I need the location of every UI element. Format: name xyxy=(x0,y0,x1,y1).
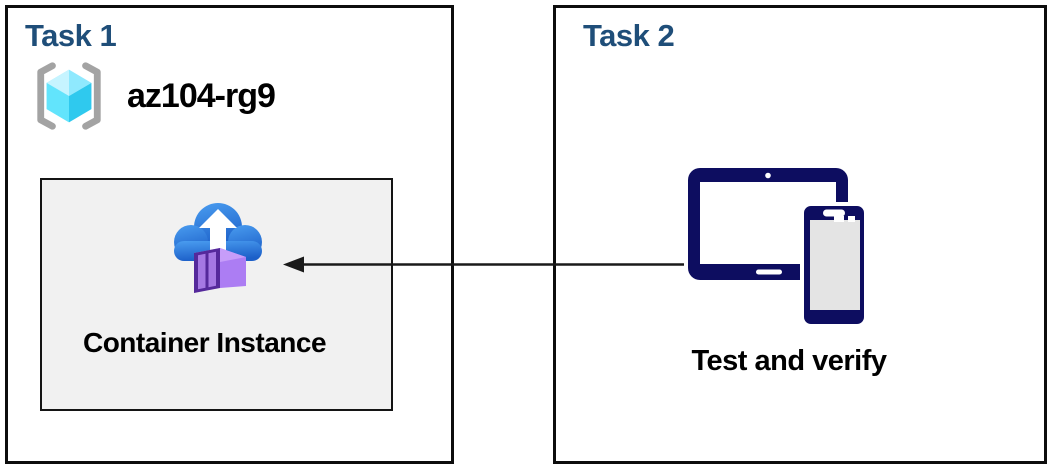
task2-box: Task 2 Test and verify xyxy=(553,5,1047,464)
task2-title: Task 2 xyxy=(583,18,675,53)
container-instance-box: Container Instance xyxy=(40,178,393,411)
devices-icon xyxy=(688,168,868,328)
test-and-verify-label: Test and verify xyxy=(691,345,887,377)
resource-group-row: az104-rg9 xyxy=(30,60,276,132)
upload-arrow-icon xyxy=(199,209,237,255)
phone-icon xyxy=(800,202,868,328)
container-instance-icon xyxy=(174,203,262,293)
container-3d-box xyxy=(194,248,246,293)
container-instance-label: Container Instance xyxy=(82,327,327,358)
task1-box: Task 1 az104-rg9 xyxy=(5,5,454,464)
resource-group-icon xyxy=(37,62,101,130)
resource-group-name: az104-rg9 xyxy=(127,76,276,115)
task1-title: Task 1 xyxy=(25,18,117,53)
